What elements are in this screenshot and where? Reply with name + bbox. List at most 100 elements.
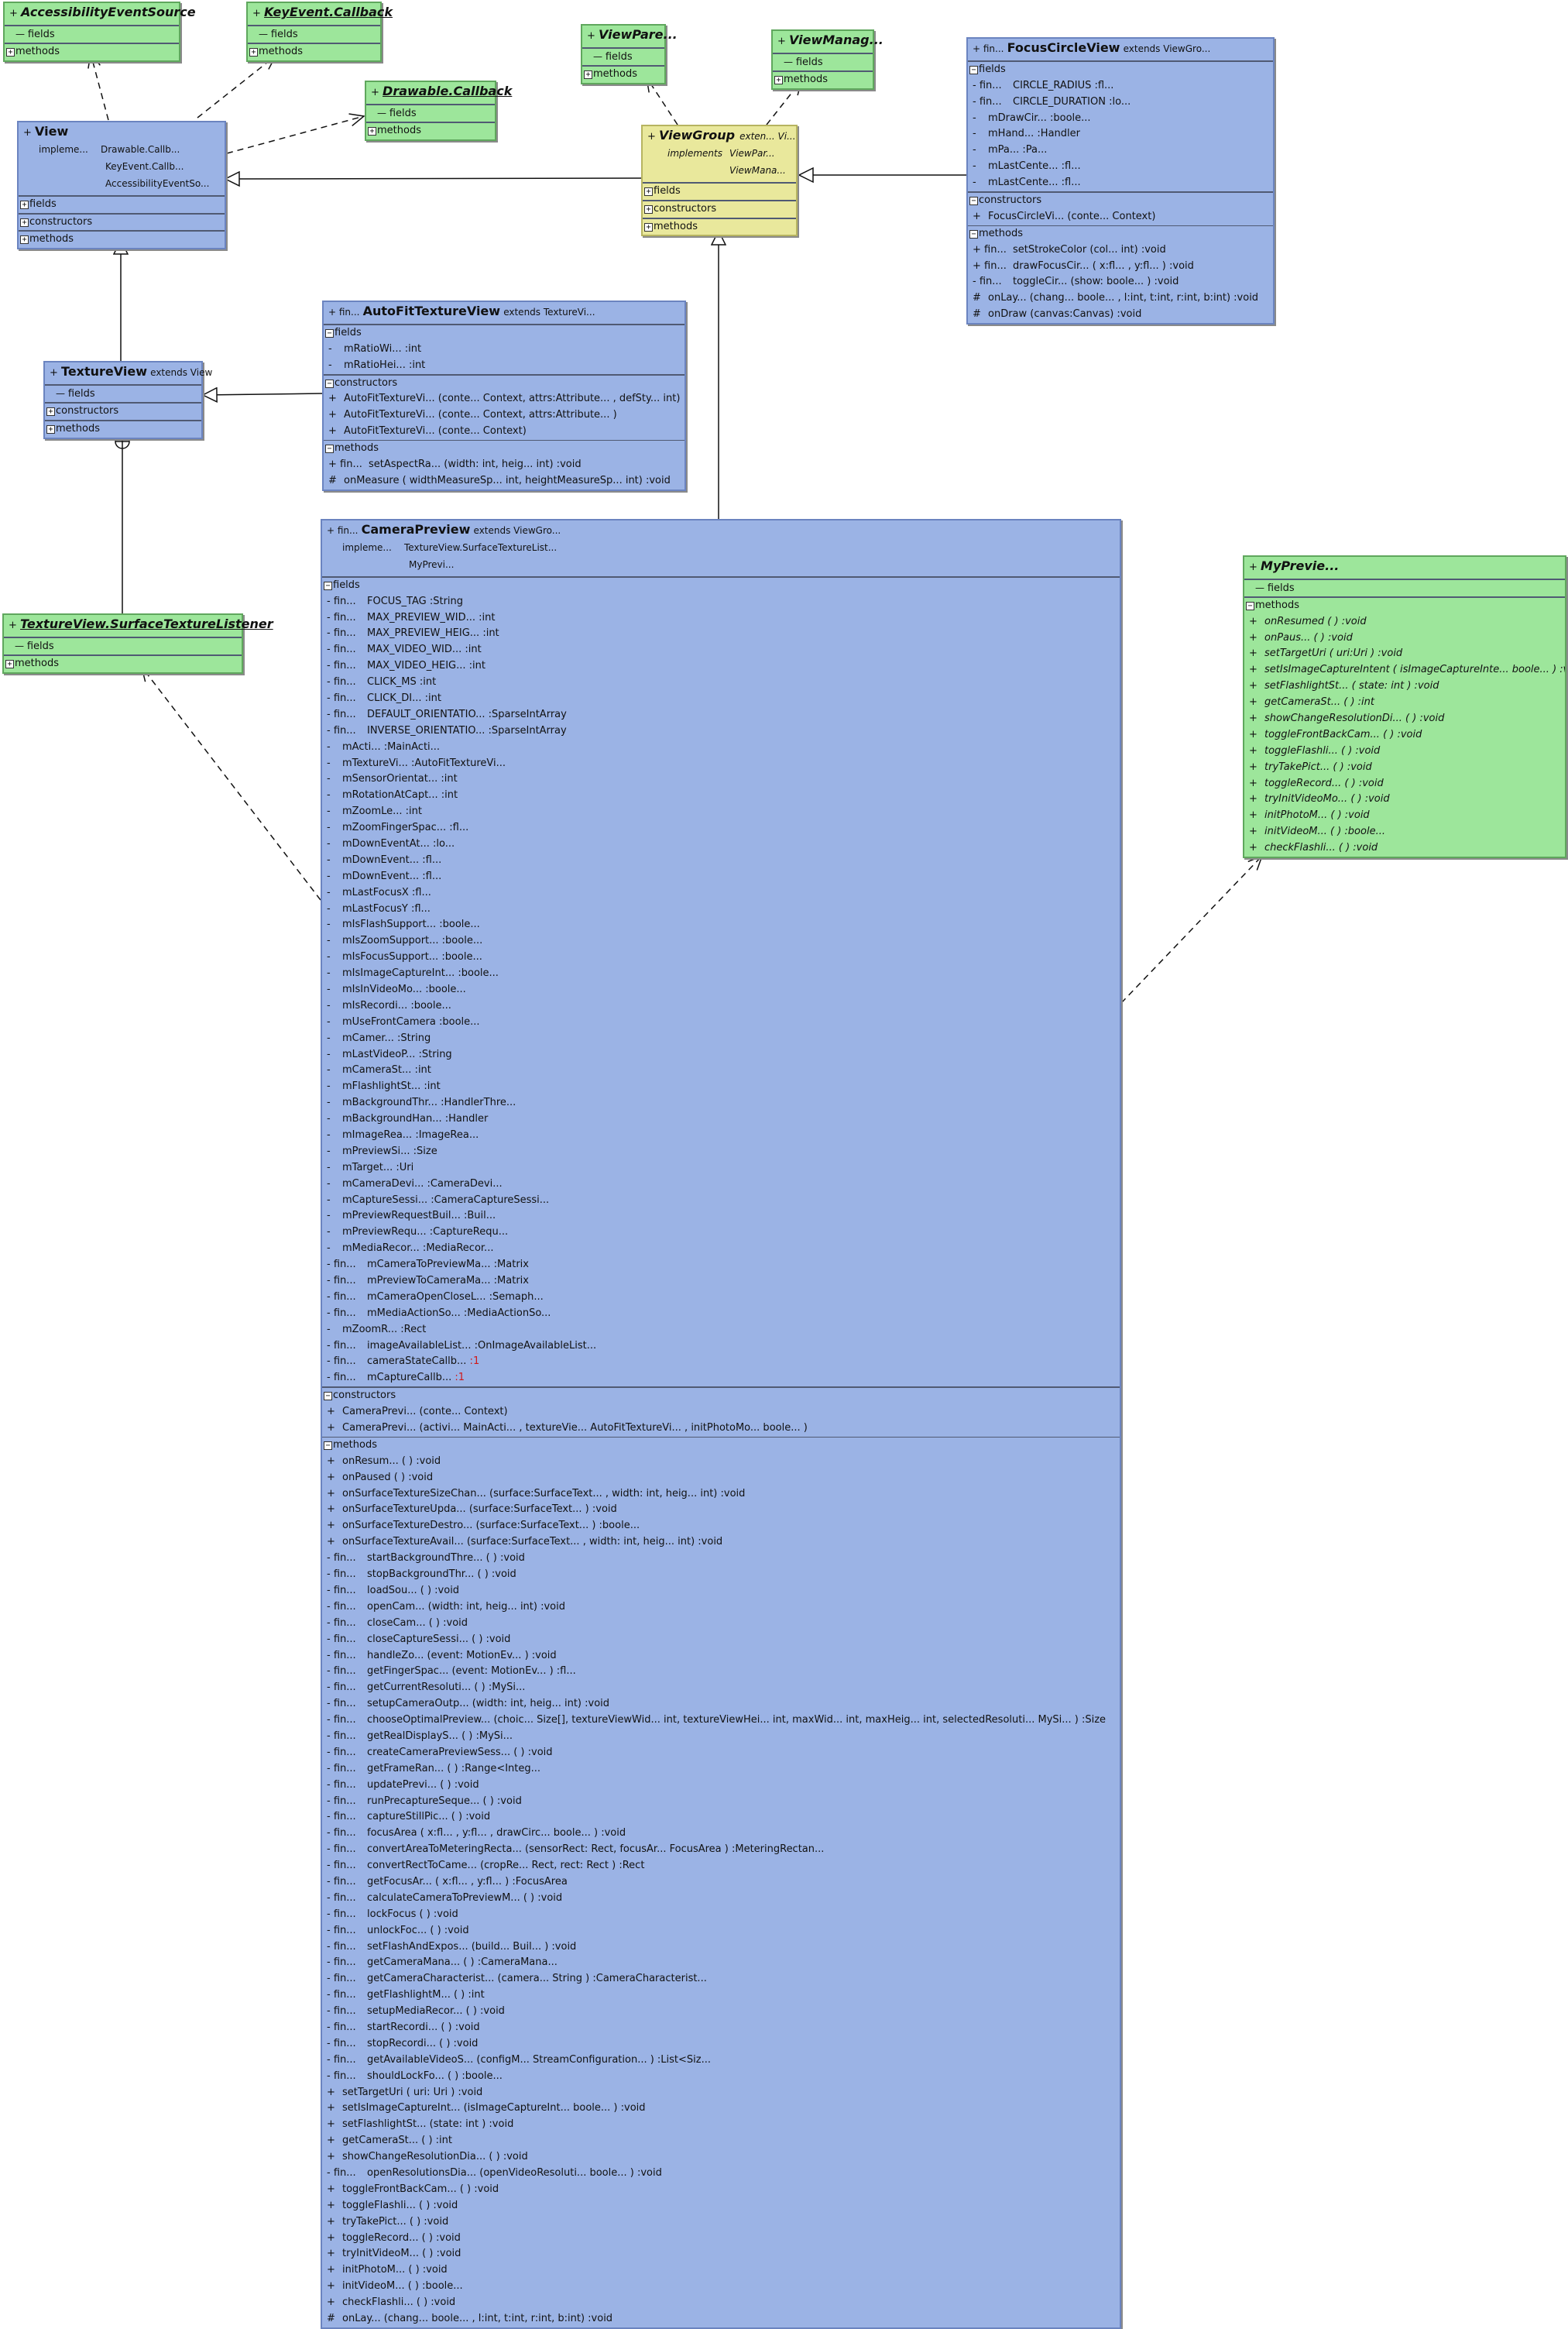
member-row[interactable]: - fin...getRealDisplayS... ( ) :MySi...: [322, 1729, 1120, 1745]
methods-section[interactable]: +methods: [773, 70, 873, 88]
expand-toggle-icon[interactable]: +: [368, 126, 376, 136]
expand-toggle-icon[interactable]: +: [46, 407, 55, 416]
member-row[interactable]: +toggleRecord... ( ) :void: [322, 2231, 1120, 2247]
member-row[interactable]: -mCaptureSessi... :CameraCaptureSessi...: [322, 1193, 1120, 1209]
member-row[interactable]: +onPaused ( ) :void: [322, 1470, 1120, 1486]
class-auto-fit-texture-view[interactable]: + fin... AutoFitTextureView extends Text…: [322, 301, 686, 491]
class-texture-view[interactable]: + TextureView extends View — fields +con…: [43, 361, 212, 439]
expand-toggle-icon[interactable]: +: [6, 47, 15, 57]
member-row[interactable]: -mZoomLe... :int: [322, 804, 1120, 820]
member-row[interactable]: -mLastFocusX :fl...: [322, 885, 1120, 902]
member-row[interactable]: - fin...startRecordi... ( ) :void: [322, 2020, 1120, 2036]
collapse-toggle-icon[interactable]: −: [324, 1392, 332, 1401]
member-row[interactable]: - fin...shouldLockFo... ( ) :boole...: [322, 2069, 1120, 2085]
methods-section[interactable]: +methods: [643, 217, 796, 235]
member-row[interactable]: #onLay... (chang... boole... , l:int, t:…: [968, 290, 1273, 307]
member-row[interactable]: - fin...calculateCameraToPreviewM... ( )…: [322, 1891, 1120, 1907]
member-row[interactable]: +tryTakePict... ( ) :void: [322, 2214, 1120, 2231]
constructors-section[interactable]: −constructors: [322, 1386, 1120, 1404]
expand-toggle-icon[interactable]: +: [644, 204, 653, 214]
member-row[interactable]: - fin...convertRectToCame... (cropRe... …: [322, 1858, 1120, 1874]
member-row[interactable]: +CameraPrevi... (activi... MainActi... ,…: [322, 1420, 1120, 1437]
fields-section[interactable]: — fields: [582, 46, 664, 65]
collapse-toggle-icon[interactable]: −: [324, 1441, 332, 1450]
member-row[interactable]: -mIsInVideoMo... :boole...: [322, 982, 1120, 998]
member-row[interactable]: +initVideoM... ( ) :boole...: [322, 2279, 1120, 2295]
member-row[interactable]: + fin...setAspectRa... (width: int, heig…: [324, 457, 684, 473]
member-row[interactable]: -mIsImageCaptureInt... :boole...: [322, 966, 1120, 982]
collapse-toggle-icon[interactable]: −: [969, 65, 978, 74]
fields-section[interactable]: −fields: [322, 575, 1120, 594]
member-row[interactable]: +onPaus... ( ) :void: [1244, 630, 1565, 647]
member-row[interactable]: +toggleRecord... ( ) :void: [1244, 776, 1565, 792]
fields-section[interactable]: — fields: [4, 636, 242, 654]
member-row[interactable]: - fin...getFingerSpac... (event: MotionE…: [322, 1664, 1120, 1680]
member-row[interactable]: - fin...updatePrevi... ( ) :void: [322, 1778, 1120, 1794]
member-row[interactable]: - fin...stopBackgroundThr... ( ) :void: [322, 1567, 1120, 1583]
member-row[interactable]: +checkFlashli... ( ) :void: [322, 2295, 1120, 2311]
member-row[interactable]: +tryTakePict... ( ) :void: [1244, 760, 1565, 776]
fields-section[interactable]: — fields: [366, 103, 495, 122]
member-row[interactable]: -mSensorOrientat... :int: [322, 771, 1120, 788]
methods-section[interactable]: −methods: [968, 225, 1273, 242]
member-row[interactable]: - fin...MAX_PREVIEW_WID... :int: [322, 610, 1120, 627]
fields-section[interactable]: — fields: [5, 24, 179, 43]
member-row[interactable]: +showChangeResolutionDi... ( ) :void: [1244, 711, 1565, 727]
class-drawable-callback[interactable]: + Drawable.Callback — fields +methods: [365, 81, 512, 141]
member-row[interactable]: -mUseFrontCamera :boole...: [322, 1015, 1120, 1031]
member-row[interactable]: + fin...setStrokeColor (col... int) :voi…: [968, 242, 1273, 259]
member-row[interactable]: -mDrawCir... :boole...: [968, 111, 1273, 127]
member-row[interactable]: -mHand... :Handler: [968, 126, 1273, 143]
constructors-section[interactable]: −constructors: [968, 191, 1273, 209]
member-row[interactable]: - fin...mCaptureCallb... :1: [322, 1370, 1120, 1386]
member-row[interactable]: - fin...CLICK_DI... :int: [322, 691, 1120, 707]
member-row[interactable]: - fin...startBackgroundThre... ( ) :void: [322, 1551, 1120, 1567]
member-row[interactable]: - fin...mMediaActionSo... :MediaActionSo…: [322, 1306, 1120, 1322]
member-row[interactable]: - fin...loadSou... ( ) :void: [322, 1583, 1120, 1599]
member-row[interactable]: +toggleFlashli... ( ) :void: [322, 2198, 1120, 2214]
member-row[interactable]: -mZoomR... :Rect: [322, 1322, 1120, 1338]
member-row[interactable]: -mBackgroundThr... :HandlerThre...: [322, 1095, 1120, 1111]
member-row[interactable]: - fin...getFocusAr... ( x:fl... , y:fl..…: [322, 1874, 1120, 1891]
fields-section[interactable]: — fields: [773, 52, 873, 70]
collapse-toggle-icon[interactable]: −: [324, 581, 332, 590]
class-accessibility-event-source[interactable]: + AccessibilityEventSource — fields +met…: [3, 2, 196, 62]
member-row[interactable]: - fin...getCameraMana... ( ) :CameraMana…: [322, 1955, 1120, 1971]
methods-section[interactable]: −methods: [1244, 596, 1565, 614]
member-row[interactable]: +setFlashlightSt... ( state: int ) :void: [1244, 678, 1565, 695]
member-row[interactable]: +initVideoM... ( ) :boole...: [1244, 824, 1565, 840]
member-row[interactable]: +AutoFitTextureVi... (conte... Context): [324, 424, 684, 440]
member-row[interactable]: - fin...convertAreaToMeteringRecta... (s…: [322, 1842, 1120, 1858]
member-row[interactable]: - fin...mPreviewToCameraMa... :Matrix: [322, 1273, 1120, 1290]
member-row[interactable]: - fin...CLICK_MS :int: [322, 675, 1120, 691]
expand-toggle-icon[interactable]: +: [20, 235, 29, 245]
member-row[interactable]: -mLastFocusY :fl...: [322, 902, 1120, 918]
member-row[interactable]: -mPreviewRequ... :CaptureRequ...: [322, 1225, 1120, 1241]
class-surface-texture-listener[interactable]: + TextureView.SurfaceTextureListener — f…: [2, 613, 273, 674]
methods-section[interactable]: +methods: [366, 121, 495, 139]
member-row[interactable]: -mCamer... :String: [322, 1031, 1120, 1047]
fields-section[interactable]: — fields: [45, 383, 201, 402]
member-row[interactable]: +onResum... ( ) :void: [322, 1454, 1120, 1470]
member-row[interactable]: +getCameraSt... ( ) :int: [1244, 695, 1565, 711]
member-row[interactable]: - fin...setupMediaRecor... ( ) :void: [322, 2004, 1120, 2020]
member-row[interactable]: +AutoFitTextureVi... (conte... Context, …: [324, 391, 684, 407]
member-row[interactable]: +AutoFitTextureVi... (conte... Context, …: [324, 407, 684, 424]
member-row[interactable]: +setTargetUri ( uri: Uri ) :void: [322, 2085, 1120, 2101]
member-row[interactable]: -mRotationAtCapt... :int: [322, 788, 1120, 804]
member-row[interactable]: - fin...cameraStateCallb... :1: [322, 1354, 1120, 1370]
member-row[interactable]: -mTarget... :Uri: [322, 1160, 1120, 1177]
member-row[interactable]: - fin...MAX_VIDEO_WID... :int: [322, 642, 1120, 658]
member-row[interactable]: - fin...stopRecordi... ( ) :void: [322, 2036, 1120, 2052]
fields-section[interactable]: +fields: [19, 194, 225, 213]
member-row[interactable]: - fin...getCurrentResoluti... ( ) :MySi.…: [322, 1680, 1120, 1696]
member-row[interactable]: -mActi... :MainActi...: [322, 740, 1120, 756]
constructors-section[interactable]: +constructors: [19, 212, 225, 231]
fields-section[interactable]: −fields: [968, 60, 1273, 78]
member-row[interactable]: +getCameraSt... ( ) :int: [322, 2133, 1120, 2149]
member-row[interactable]: -mDownEvent... :fl...: [322, 869, 1120, 885]
collapse-toggle-icon[interactable]: −: [325, 445, 334, 454]
expand-toggle-icon[interactable]: +: [46, 424, 55, 434]
member-row[interactable]: -mTextureVi... :AutoFitTextureVi...: [322, 756, 1120, 772]
class-camera-preview[interactable]: + fin... CameraPreview extends ViewGro..…: [321, 519, 1121, 2329]
